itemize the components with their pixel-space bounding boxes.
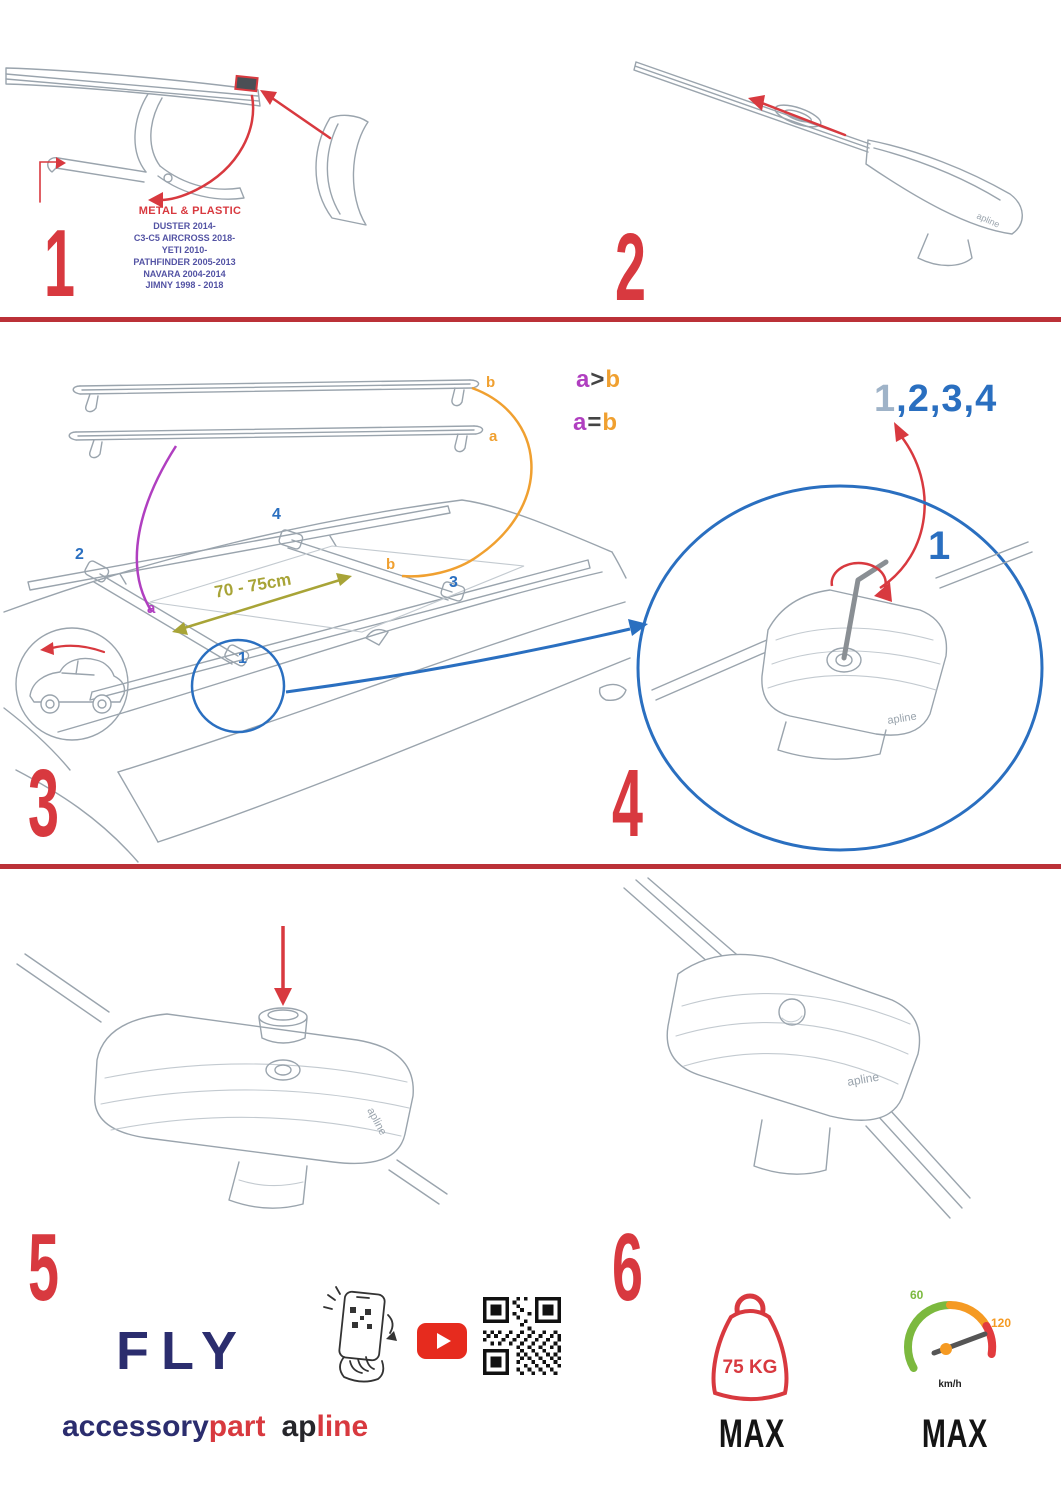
brand-ap: ap [281, 1410, 317, 1443]
rule-a-equals-b: a=b [573, 409, 618, 437]
roof-position-3: 3 [449, 574, 458, 591]
step3-number: 3 [28, 750, 59, 857]
model-item: YETI 2010- [161, 244, 208, 255]
section-divider [0, 317, 1061, 322]
weight-limit-value: 75 KG [723, 1357, 778, 1378]
apline-logo-small: apline [846, 1070, 880, 1089]
speedometer-icon: 60 120 km/h [903, 1288, 1011, 1390]
step2-number: 2 [615, 214, 646, 321]
product-name: FLY [116, 1321, 250, 1381]
speed-high-label: 120 [991, 1316, 1011, 1330]
model-item: C3-C5 AIRCROSS 2018- [133, 232, 236, 243]
model-list: DUSTER 2014- C3-C5 AIRCROSS 2018- YETI 2… [92, 221, 277, 292]
model-item: NAVARA 2004-2014 [143, 268, 226, 279]
materials-label: METAL & PLASTIC [138, 205, 242, 217]
bar-length-label-a: a [489, 428, 498, 445]
phone-scan-icon [323, 1286, 397, 1383]
zoom-arrow [285, 619, 648, 694]
step2-bar-end-diagram: apline [633, 61, 1023, 267]
rotation-arrow [830, 561, 892, 602]
clamp-highlight-circle [190, 638, 286, 734]
step2-arrow [748, 95, 847, 137]
model-item: PATHFINDER 2005-2013 [133, 256, 236, 267]
weight-max-label: MAX [718, 1412, 786, 1456]
sequence-rest: ,2,3,4 [896, 378, 998, 420]
roof-position-2: 2 [75, 546, 84, 563]
car-inset-diagram [15, 627, 129, 741]
roof-position-a: a [147, 600, 156, 617]
logo-highlight-box [234, 74, 259, 93]
bar-a-connector-curve [135, 445, 178, 613]
apline-logo-small: apline [887, 711, 918, 727]
step1-clamp-diagram [5, 67, 369, 226]
rule-gt-op: > [590, 366, 606, 393]
rule-gt-a: a [576, 366, 591, 393]
step3-connector-overlay [135, 386, 926, 734]
press-down-arrow [274, 926, 292, 1006]
rule-eq-b: b [602, 409, 619, 436]
roof-position-1: 1 [238, 650, 247, 667]
brand-accessory: accessory [62, 1410, 209, 1443]
brand-line: line [316, 1410, 369, 1443]
distance-arrow [172, 573, 352, 635]
roof-position-4: 4 [272, 506, 281, 523]
torque-point-label: 1 [928, 524, 951, 568]
roof-top-view-diagram [3, 499, 631, 863]
brand-part: part [208, 1410, 266, 1443]
section-divider [0, 864, 1061, 869]
step1-arrows [39, 90, 332, 208]
rule-a-greater-b: a>b [576, 366, 621, 394]
step5-knob-diagram: apline [16, 926, 448, 1209]
step6-number: 6 [612, 1214, 643, 1321]
rule-gt-b: b [605, 366, 622, 393]
step1-number: 1 [44, 210, 75, 317]
step4-zoom-diagram: apline [636, 484, 1044, 852]
step4-number: 4 [612, 750, 643, 857]
roof-position-b: b [386, 556, 396, 573]
car-direction-arrow [40, 642, 106, 655]
weight-limit-icon: 75 KG [711, 1293, 789, 1401]
sequence-arrow [879, 422, 926, 590]
zoom-ellipse [636, 484, 1044, 852]
bar-length-label-b: b [486, 374, 496, 391]
step6-mounted-diagram: apline [623, 877, 971, 1219]
crossbars-diagram [68, 379, 484, 459]
bar-b-connector-curve [401, 386, 533, 578]
model-item: DUSTER 2014- [153, 221, 216, 231]
apline-logo-small: apline [975, 211, 1001, 230]
tightening-sequence: 1,2,3,4 [874, 378, 997, 421]
rule-eq-op: = [587, 409, 603, 436]
model-item: JIMNY 1998 - 2018 [145, 280, 224, 291]
rule-eq-a: a [573, 409, 588, 436]
speed-low-label: 60 [910, 1288, 924, 1302]
step5-number: 5 [28, 1214, 59, 1321]
speed-unit-label: km/h [938, 1379, 961, 1390]
qr-code [483, 1297, 561, 1375]
youtube-icon [417, 1323, 467, 1359]
speed-max-label: MAX [921, 1412, 989, 1456]
sequence-first: 1 [874, 378, 897, 420]
